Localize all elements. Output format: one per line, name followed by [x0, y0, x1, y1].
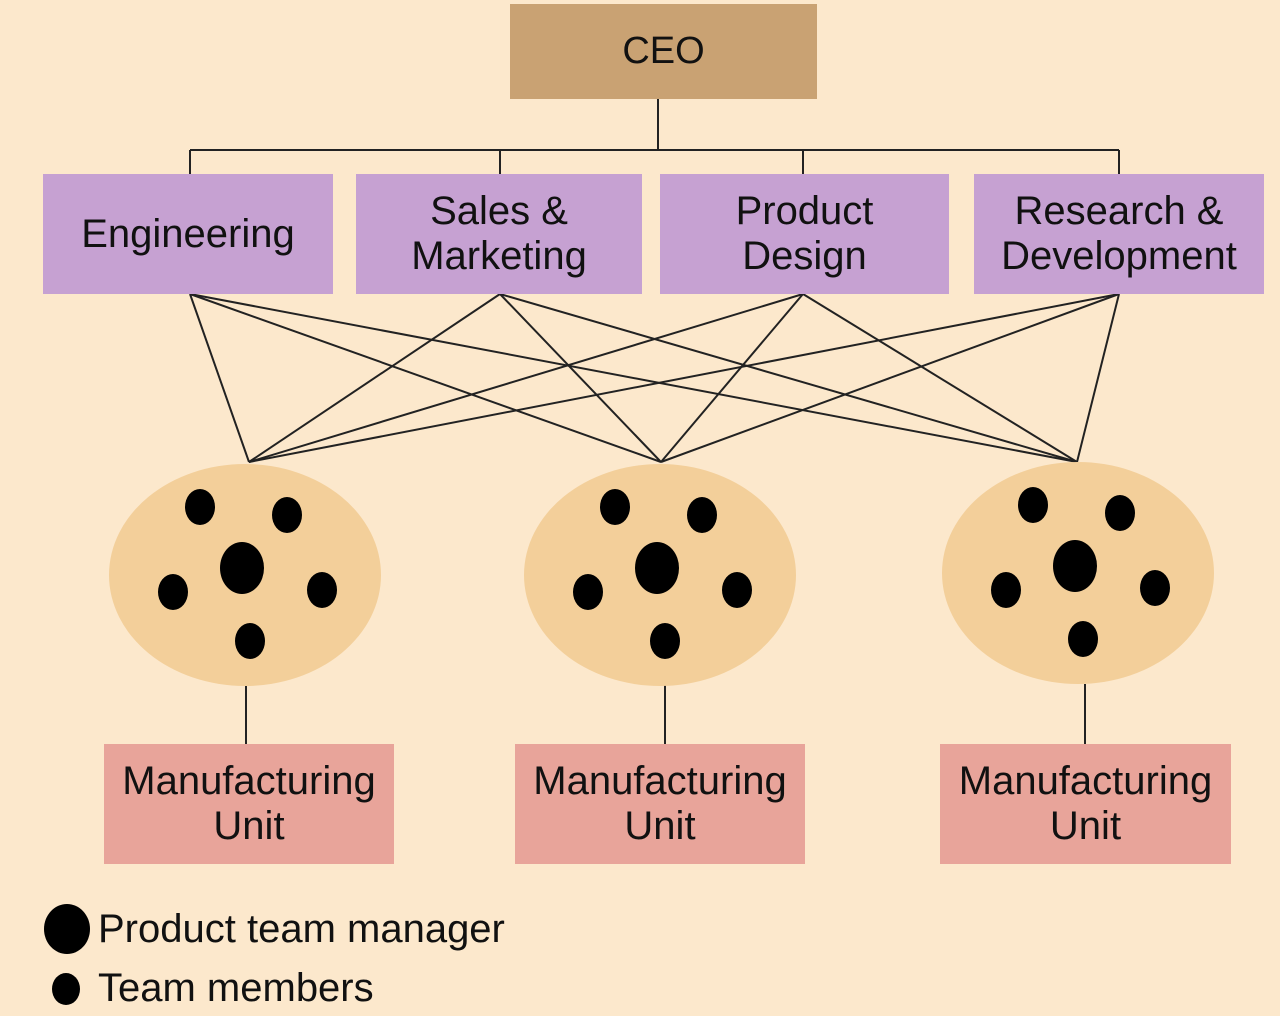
- department-sales-marketing: Sales & Marketing: [356, 174, 642, 294]
- dept-3-to-team-3-line: [802, 293, 1078, 463]
- department-engineering: Engineering: [43, 174, 333, 294]
- manufacturing-unit-3-line-1: Manufacturing: [958, 759, 1213, 804]
- team-member-dot-1-2: [272, 497, 302, 533]
- team-member-dot-3-3: [991, 572, 1021, 608]
- department-research-development-line-2: Development: [1001, 234, 1237, 278]
- manufacturing-unit-3: Manufacturing Unit: [940, 744, 1231, 864]
- dept-4-to-team-1-line: [248, 293, 1120, 463]
- department-sales-marketing-line-1: Sales &: [430, 189, 568, 234]
- manager-dot-icon: [44, 904, 90, 954]
- dept-1-to-team-3-line: [189, 293, 1078, 463]
- department-research-development-line-1: Research &: [1014, 189, 1224, 234]
- dept-2-to-team-3-line: [499, 293, 1078, 463]
- team-member-dot-2-4: [722, 572, 752, 608]
- department-product-design-line-2: Design: [742, 234, 867, 278]
- team-member-dot-1-3: [158, 574, 188, 610]
- manufacturing-unit-3-line-2: Unit: [1049, 804, 1122, 848]
- manufacturing-unit-1-line-2: Unit: [213, 804, 285, 848]
- department-engineering-label: Engineering: [81, 211, 295, 256]
- dept-4-to-team-3-line: [1076, 293, 1120, 463]
- ceo-label: CEO: [622, 30, 705, 73]
- product-team-manager-dot-1: [220, 542, 264, 594]
- manufacturing-unit-2-line-1: Manufacturing: [533, 759, 787, 804]
- manufacturing-unit-2: Manufacturing Unit: [515, 744, 805, 864]
- dept-2-to-team-2-line: [499, 293, 662, 463]
- department-research-development: Research & Development: [974, 174, 1264, 294]
- legend-member: Team members: [52, 966, 374, 1011]
- product-team-manager-dot-3: [1053, 540, 1097, 592]
- legend-manager: Product team manager: [44, 904, 505, 954]
- department-sales-marketing-line-2: Marketing: [411, 234, 587, 278]
- team-member-dot-2-5: [650, 623, 680, 659]
- member-dot-icon: [52, 972, 80, 1005]
- dept-3-to-team-1-line: [248, 293, 804, 463]
- legend-manager-label: Product team manager: [98, 906, 505, 951]
- team-member-dot-2-1: [600, 489, 630, 525]
- team-member-dot-2-2: [687, 497, 717, 533]
- team-member-dot-3-4: [1140, 570, 1170, 606]
- dept-1-to-team-1-line: [189, 293, 250, 463]
- team-member-dot-3-5: [1068, 621, 1098, 657]
- team-member-dot-2-3: [573, 574, 603, 610]
- team-member-dot-3-1: [1018, 487, 1048, 523]
- manufacturing-unit-2-line-2: Unit: [624, 804, 696, 848]
- dept-4-to-team-2-line: [660, 293, 1120, 463]
- team-member-dot-1-5: [235, 623, 265, 659]
- team-member-dot-3-2: [1105, 495, 1135, 531]
- dept-1-to-team-2-line: [189, 293, 662, 463]
- department-product-design-line-1: Product: [735, 189, 874, 234]
- manufacturing-unit-1-line-1: Manufacturing: [122, 759, 376, 804]
- product-team-manager-dot-2: [635, 542, 679, 594]
- legend-member-label: Team members: [98, 966, 374, 1010]
- team-member-dot-1-1: [185, 489, 215, 525]
- department-product-design: Product Design: [660, 174, 949, 294]
- team-member-dot-1-4: [307, 572, 337, 608]
- dept-2-to-team-1-line: [248, 293, 501, 463]
- ceo-box: CEO: [510, 4, 817, 99]
- dept-3-to-team-2-line: [660, 293, 804, 463]
- manufacturing-unit-1: Manufacturing Unit: [104, 744, 394, 864]
